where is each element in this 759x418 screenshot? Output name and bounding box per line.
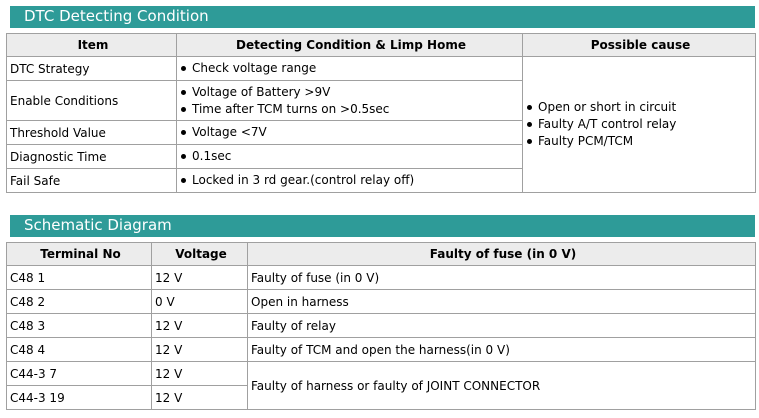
condition-cell: 0.1sec (176, 144, 523, 169)
header-item: Item (6, 33, 177, 57)
note-cell: Open in harness (247, 289, 756, 314)
item-dtc-strategy: DTC Strategy (6, 56, 177, 81)
cause-item: Open or short in circuit (526, 99, 755, 116)
table-row: C48 2 0 V Open in harness (6, 289, 756, 314)
terminal-cell: C44-3 19 (6, 385, 152, 410)
table-row: Threshold Value Voltage <7V (6, 120, 756, 145)
schematic-section-title: Schematic Diagram (10, 215, 755, 235)
cause-item: Faulty A/T control relay (526, 116, 755, 133)
item-diagnostic-time: Diagnostic Time (6, 144, 177, 169)
header-voltage: Voltage (151, 242, 248, 266)
item-fail-safe: Fail Safe (6, 168, 177, 193)
terminal-cell: C48 3 (6, 313, 152, 338)
header-terminal-no: Terminal No (6, 242, 152, 266)
schematic-section-rule (10, 235, 755, 237)
condition-cell: Voltage <7V (176, 120, 523, 145)
voltage-cell: 12 V (151, 337, 248, 362)
terminal-cell: C48 2 (6, 289, 152, 314)
note-cell: Faulty of fuse (in 0 V) (247, 265, 756, 290)
voltage-cell: 12 V (151, 313, 248, 338)
schematic-header-row: Terminal No Voltage Faulty of fuse (in 0… (6, 242, 756, 266)
voltage-cell: 0 V (151, 289, 248, 314)
note-cell: Faulty of relay (247, 313, 756, 338)
dtc-header-row: Item Detecting Condition & Limp Home Pos… (6, 33, 756, 57)
condition-item: Locked in 3 rd gear.(control relay off) (180, 172, 522, 189)
table-row: C48 1 12 V Faulty of fuse (in 0 V) (6, 265, 756, 290)
condition-item: Check voltage range (180, 60, 522, 77)
dtc-table: Item Detecting Condition & Limp Home Pos… (6, 33, 756, 193)
condition-cell: Check voltage range (176, 56, 523, 81)
header-condition: Detecting Condition & Limp Home (176, 33, 523, 57)
cause-item: Faulty PCM/TCM (526, 133, 755, 150)
item-enable-conditions: Enable Conditions (6, 80, 177, 121)
terminal-cell: C48 4 (6, 337, 152, 362)
condition-cell: Locked in 3 rd gear.(control relay off) (176, 168, 523, 193)
condition-item: Time after TCM turns on >0.5sec (180, 101, 522, 118)
possible-cause-cell: Open or short in circuit Faulty A/T cont… (522, 56, 756, 193)
table-row: C44-3 7 12 V Faulty of harness or faulty… (6, 361, 756, 410)
condition-item: Voltage of Battery >9V (180, 84, 522, 101)
dtc-section-title: DTC Detecting Condition (10, 6, 755, 26)
header-fault-note: Faulty of fuse (in 0 V) (247, 242, 756, 266)
schematic-table: Terminal No Voltage Faulty of fuse (in 0… (6, 242, 756, 410)
table-row: Fail Safe Locked in 3 rd gear.(control r… (6, 168, 756, 193)
item-threshold-value: Threshold Value (6, 120, 177, 145)
voltage-cell: 12 V (151, 385, 248, 410)
note-cell: Faulty of TCM and open the harness(in 0 … (247, 337, 756, 362)
header-possible-cause: Possible cause (522, 33, 756, 57)
dtc-section-rule (10, 26, 755, 28)
note-cell-merged: Faulty of harness or faulty of JOINT CON… (247, 361, 756, 410)
voltage-cell: 12 V (151, 265, 248, 290)
condition-item: 0.1sec (180, 148, 522, 165)
table-row: DTC Strategy Check voltage range Open or… (6, 56, 756, 193)
table-row: Enable Conditions Voltage of Battery >9V… (6, 80, 756, 121)
table-row: C48 4 12 V Faulty of TCM and open the ha… (6, 337, 756, 362)
terminal-cell: C44-3 7 (6, 361, 152, 386)
voltage-cell: 12 V (151, 361, 248, 386)
terminal-cell: C48 1 (6, 265, 152, 290)
table-row: C48 3 12 V Faulty of relay (6, 313, 756, 338)
table-row: C44-3 19 12 V (6, 385, 756, 410)
condition-item: Voltage <7V (180, 124, 522, 141)
condition-cell: Voltage of Battery >9V Time after TCM tu… (176, 80, 523, 121)
